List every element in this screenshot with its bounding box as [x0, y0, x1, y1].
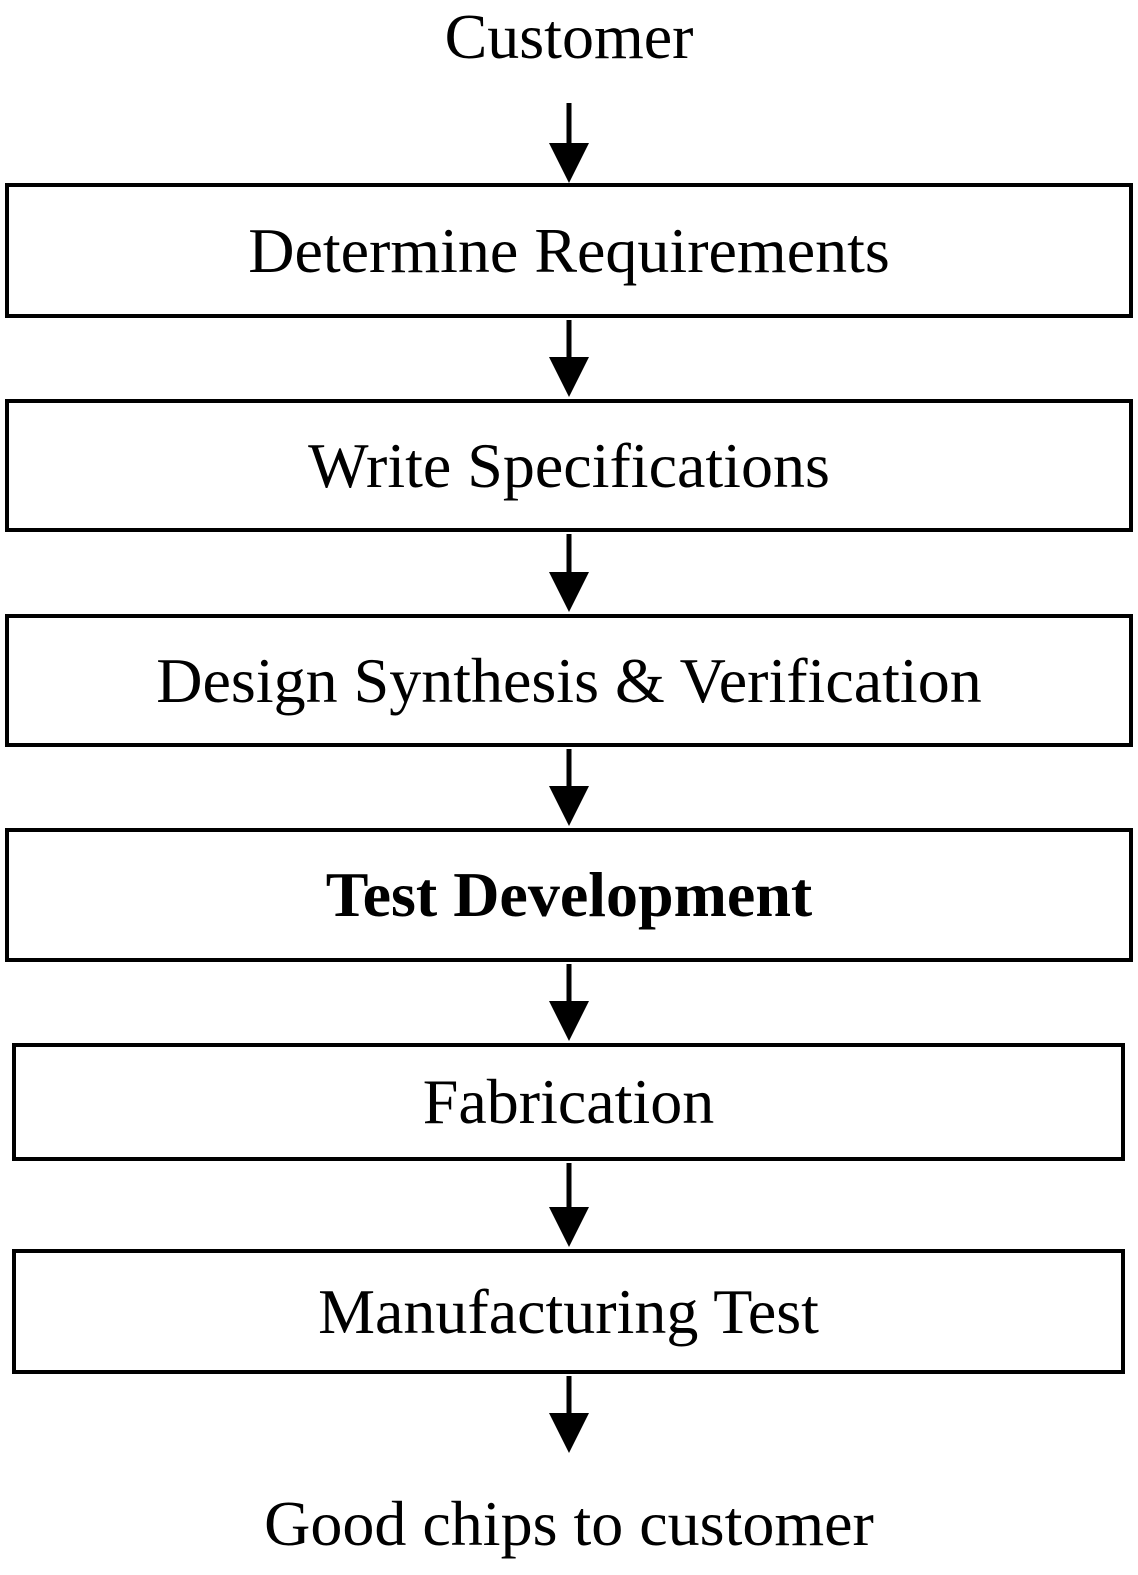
step-box-write-specifications: Write Specifications: [5, 399, 1133, 532]
arrow-customer-to-requirements: [549, 103, 589, 183]
step-label-emphasized: Test Development: [325, 859, 813, 930]
step-box-design-synthesis-verification: Design Synthesis & Verification: [5, 614, 1133, 747]
arrow-test-development-to-fabrication: [549, 964, 589, 1041]
step-box-manufacturing-test: Manufacturing Test: [12, 1249, 1125, 1374]
step-label: Design Synthesis & Verification: [156, 644, 982, 716]
arrow-manufacturing-test-to-output: [549, 1376, 589, 1453]
step-box-determine-requirements: Determine Requirements: [5, 183, 1133, 318]
step-label: Fabrication: [422, 1066, 715, 1137]
arrow-fabrication-to-manufacturing-test: [549, 1163, 589, 1247]
step-label: Manufacturing Test: [318, 1275, 819, 1347]
step-label: Write Specifications: [308, 429, 830, 501]
arrow-design-to-test-development: [549, 749, 589, 826]
arrow-specifications-to-design: [549, 534, 589, 612]
start-label: Customer: [444, 1, 694, 72]
end-label: Good chips to customer: [264, 1488, 874, 1559]
step-box-fabrication: Fabrication: [12, 1043, 1125, 1161]
step-label: Determine Requirements: [248, 214, 890, 286]
arrow-requirements-to-specifications: [549, 320, 589, 397]
step-box-test-development: Test Development: [5, 828, 1133, 962]
